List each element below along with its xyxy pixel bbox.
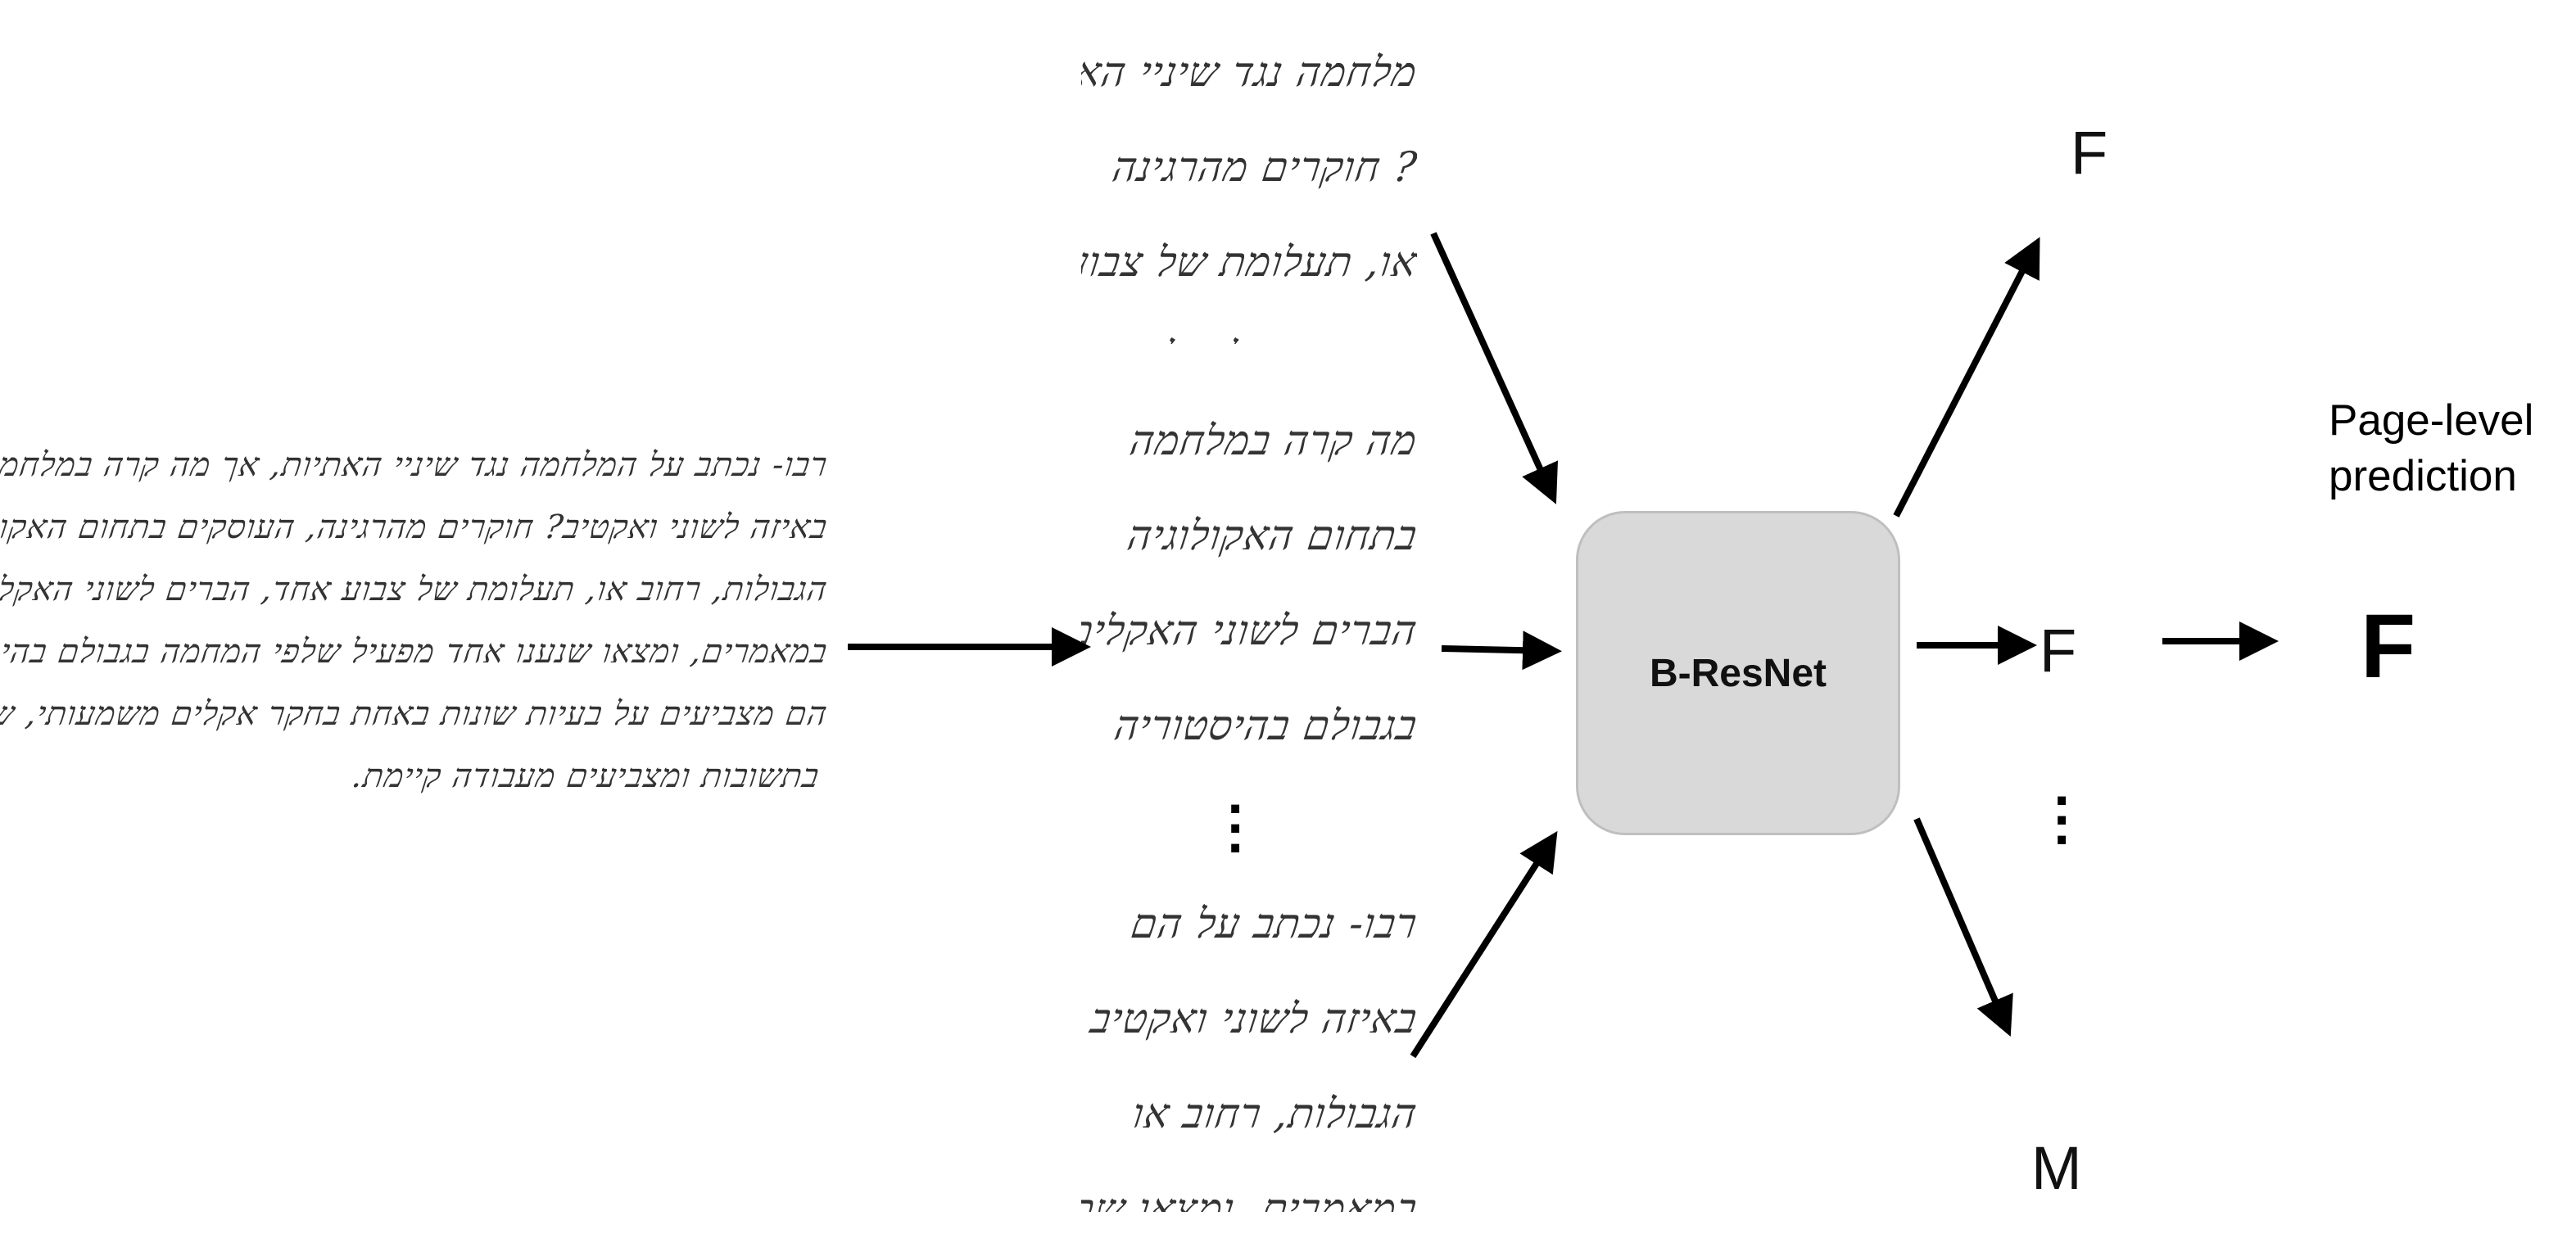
patch-prediction-bottom: M [2031, 1134, 2082, 1202]
patch-prediction-middle: F [2040, 617, 2077, 685]
patch-middle: מה קרה במלחמה בתחום האקולוגיה הברים לשונ… [1081, 393, 1417, 762]
model-label: B-ResNet [1649, 651, 1827, 695]
page-prediction-title: Page-level prediction [2329, 393, 2533, 504]
page-prediction-title-line1: Page-level [2329, 396, 2534, 445]
patch-top: מלחמה נגד שיניי הא ? חוקרים מהרגינה או, … [1081, 25, 1417, 344]
page-prediction-title-line2: prediction [2329, 452, 2517, 500]
prediction-ellipsis: ··· [2053, 768, 2073, 871]
patch-prediction-top: F [2071, 119, 2108, 187]
page-prediction-value: F [2361, 596, 2416, 697]
arrow-model-to-pred-top [1893, 237, 2040, 518]
arrow-patch-top-to-model [1430, 232, 1559, 504]
arrow-patch-bottom-to-model [1410, 830, 1558, 1059]
arrow-patch-middle-to-model [1441, 631, 1562, 671]
arrow-model-to-pred-bottom [1913, 817, 2013, 1037]
model-box: B-ResNet [1576, 511, 1900, 835]
patch-bottom: רבו- נכתב על הם באיזה לשוני ואקטיב הגבול… [1081, 876, 1417, 1212]
